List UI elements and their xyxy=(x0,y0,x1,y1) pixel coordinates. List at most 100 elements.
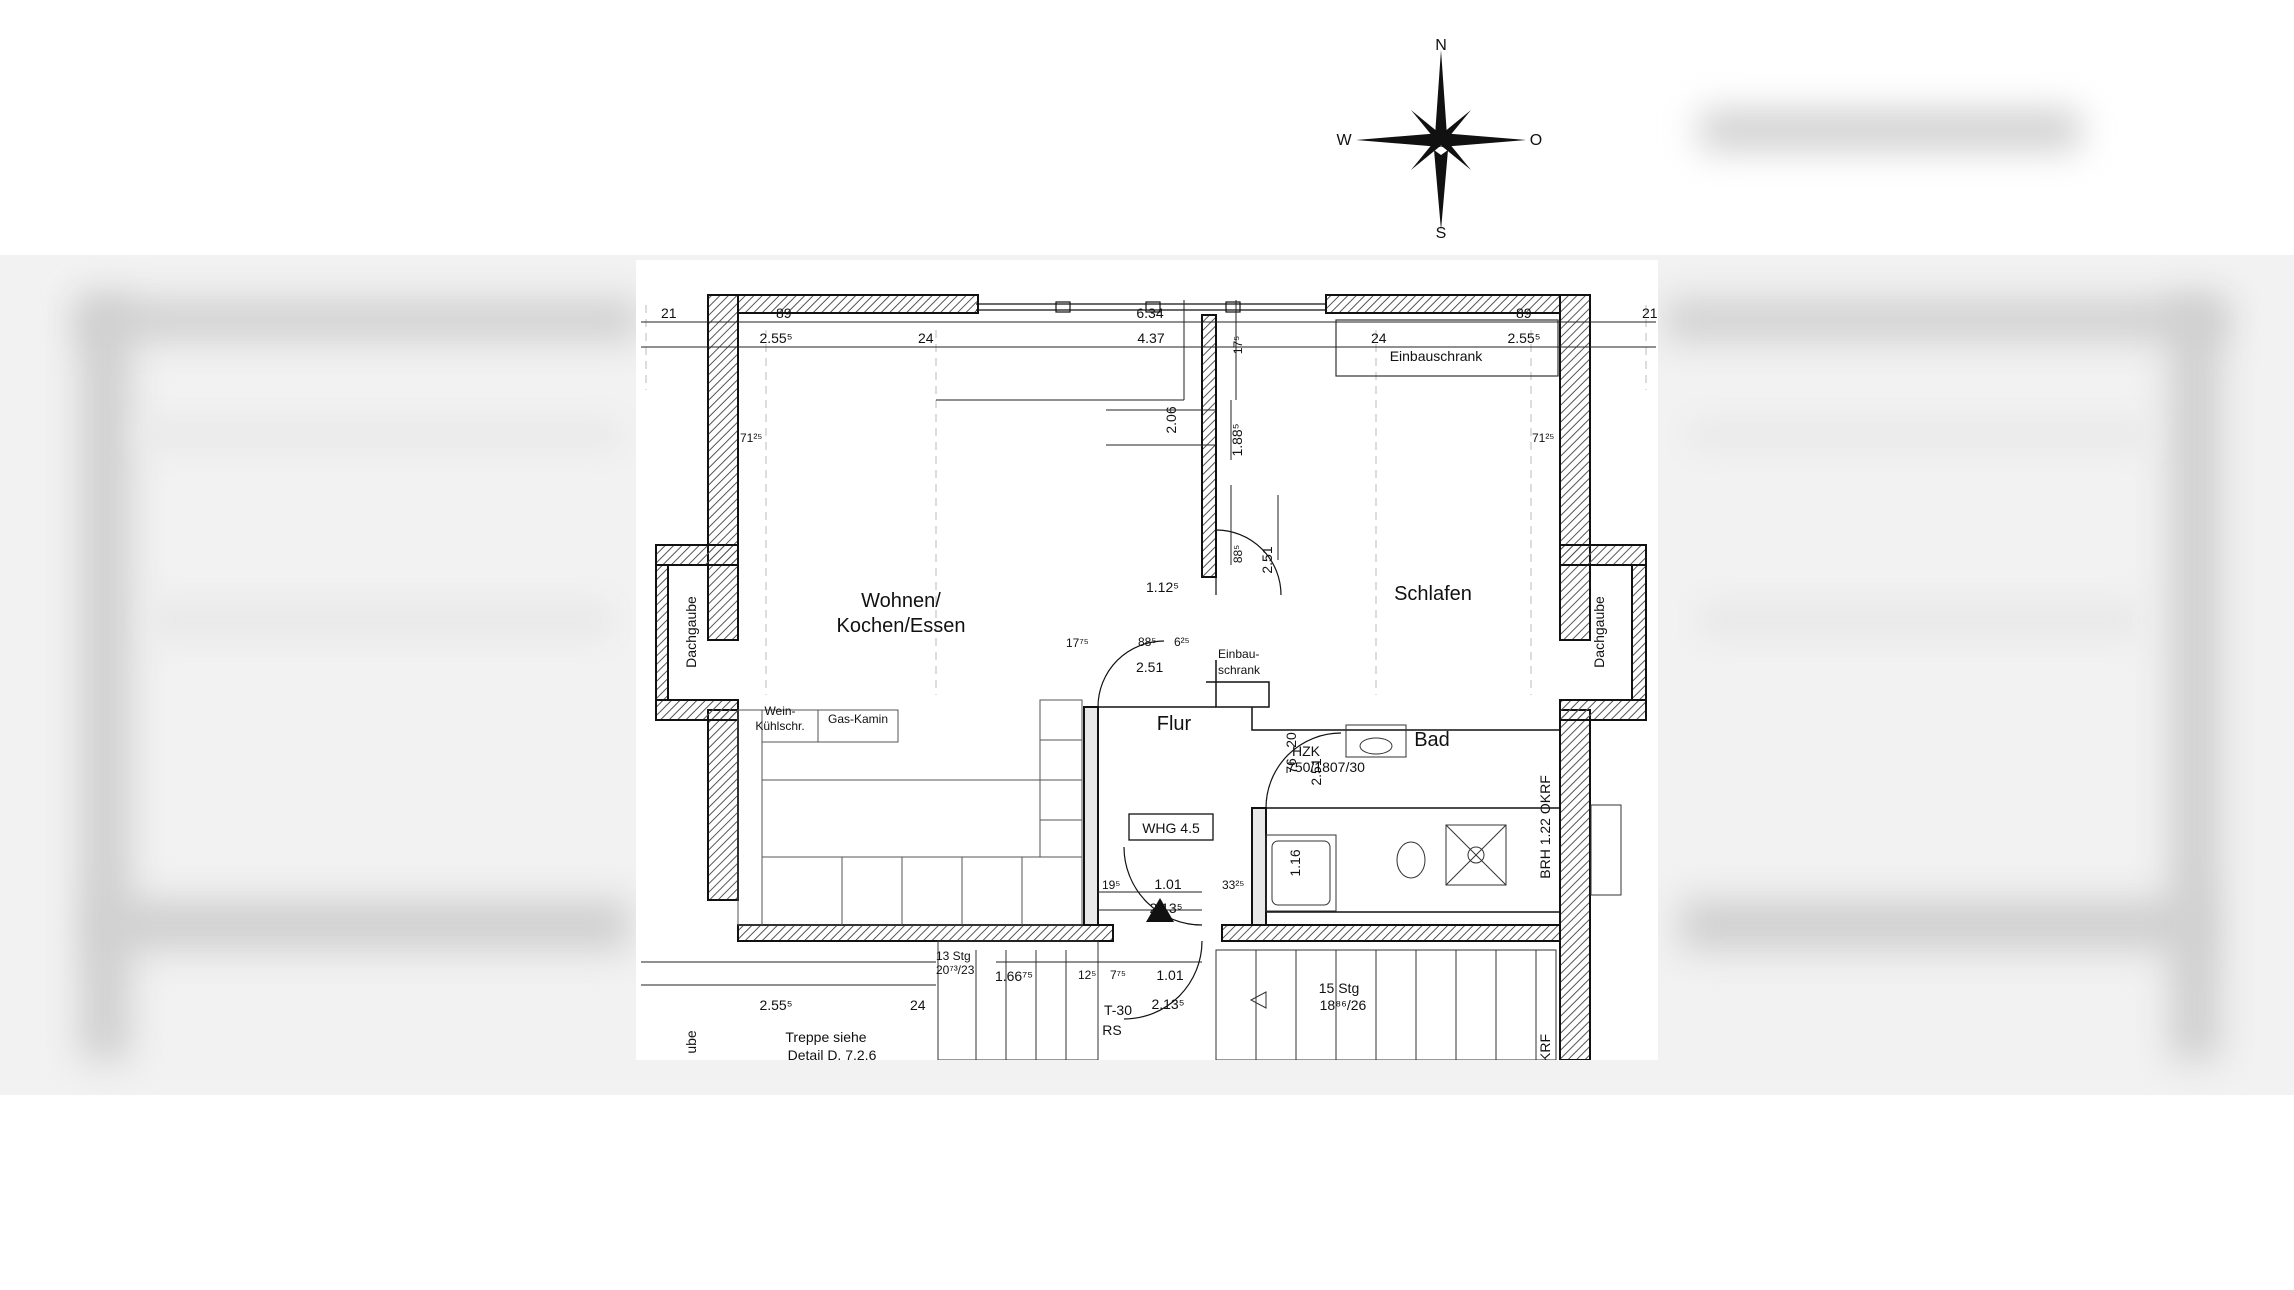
wall-flur-left xyxy=(1083,706,1099,926)
wall-top-left xyxy=(737,294,979,314)
label-whg: WHG 4.5 xyxy=(1142,820,1200,836)
compass-needle-west xyxy=(1356,133,1441,147)
room-label-bad: Bad xyxy=(1414,729,1450,751)
dim-2135-b: 2.13⁵ xyxy=(1151,996,1184,1012)
interior-lines xyxy=(1098,660,1560,913)
dim-20: 20 xyxy=(1283,732,1299,748)
label-einbauschrank-small-2: schrank xyxy=(1218,663,1261,677)
dim-3325: 33²⁵ xyxy=(1222,878,1244,892)
label-kuehlschrank: Kühlschr. xyxy=(755,719,804,733)
stairs-right-count: 15 Stg xyxy=(1319,980,1359,996)
dormer-left-top xyxy=(655,544,739,566)
dim-1885: 1.88⁵ xyxy=(1229,423,1245,456)
background-blur xyxy=(150,600,610,640)
wall-bottom-right xyxy=(1221,924,1561,942)
whg-box xyxy=(1128,813,1214,841)
compass-diagonal xyxy=(1411,137,1444,170)
dim-437: 4.37 xyxy=(1137,330,1164,346)
walls xyxy=(655,294,1647,1060)
label-door-t30: T-30 xyxy=(1104,1002,1132,1018)
stairs-left-size: 20⁷³/23 xyxy=(936,963,975,977)
label-wein: Wein- xyxy=(764,704,795,718)
floor-plan: Wohnen/ Kochen/Essen Schlafen Flur Bad D… xyxy=(636,260,1658,1060)
dim-101-b: 1.01 xyxy=(1156,967,1183,983)
dim-101-a: 1.01 xyxy=(1154,876,1181,892)
wall-right-lower xyxy=(1559,709,1591,1060)
dim-634: 6.34 xyxy=(1136,305,1163,321)
room-label-dachgaube-left: Dachgaube xyxy=(683,596,699,668)
dim-885-door: 88⁵ xyxy=(1231,545,1245,563)
dormer-right-top xyxy=(1559,544,1647,566)
compass-needle-north xyxy=(1434,50,1448,150)
windows xyxy=(976,301,1326,313)
dim-125: 12⁵ xyxy=(1078,968,1096,982)
wall-left-upper xyxy=(707,294,739,641)
dim-1775: 17⁷⁵ xyxy=(1066,636,1089,650)
room-label-kochen-essen: Kochen/Essen xyxy=(837,615,966,637)
dormer-right-bottom xyxy=(1559,699,1647,721)
compass-diagonal xyxy=(1411,110,1444,143)
dim-7125-left: 71²⁵ xyxy=(740,431,762,445)
wall-left-lower xyxy=(707,709,739,901)
einbauschrank-top xyxy=(1335,319,1559,377)
dim-251-bad: 2.51 xyxy=(1308,758,1324,785)
dim-24-a: 24 xyxy=(918,330,934,346)
dim-625: 6²⁵ xyxy=(1174,635,1190,649)
stairs-note-1: Treppe siehe xyxy=(785,1029,866,1045)
dim-2555-left: 2.55⁵ xyxy=(759,330,792,346)
stairs-left-count: 13 Stg xyxy=(936,949,971,963)
compass-label-south: S xyxy=(1436,225,1447,242)
label-hzk-size: 750/1807/30 xyxy=(1287,759,1365,775)
compass-needle-east xyxy=(1441,133,1526,147)
dim-76: 76 xyxy=(1283,758,1299,774)
dim-7125-right: 71²⁵ xyxy=(1532,431,1554,445)
label-krf: KRF xyxy=(1537,1034,1553,1060)
compass-diagonal xyxy=(1438,110,1471,143)
wall-bottom-left xyxy=(737,924,1114,942)
label-einbauschrank: Einbauschrank xyxy=(1390,348,1484,364)
bathroom-fixtures xyxy=(1265,724,1622,912)
compass-label-north: N xyxy=(1435,37,1447,54)
dim-251-door: 2.51 xyxy=(1259,546,1275,573)
room-label-flur: Flur xyxy=(1157,713,1192,735)
label-hzk: HZK xyxy=(1292,743,1321,759)
dim-24-b: 24 xyxy=(1371,330,1387,346)
background-blur xyxy=(80,300,640,340)
label-einbauschrank-small-1: Einbau- xyxy=(1218,647,1259,661)
room-label-dachgaube-bottom: ube xyxy=(683,1030,699,1054)
room-label-schlafen: Schlafen xyxy=(1394,583,1472,605)
dim-24-bottom: 24 xyxy=(910,997,926,1013)
dim-21-left: 21 xyxy=(661,305,677,321)
dim-175-top: 17⁵ xyxy=(1231,336,1245,354)
dim-16675: 1.66⁷⁵ xyxy=(995,968,1033,984)
dim-89-left: 89 xyxy=(776,305,792,321)
dim-2555-bottom: 2.55⁵ xyxy=(759,997,792,1013)
entrance-marker xyxy=(1146,898,1174,922)
dormer-left-wall xyxy=(655,564,669,701)
dim-251-b: 2.51 xyxy=(1136,659,1163,675)
background-blur xyxy=(1700,600,2140,640)
dormer-left-bottom xyxy=(655,699,739,721)
background-blur xyxy=(100,900,630,950)
background-blur xyxy=(1680,900,2200,950)
compass-label-west: W xyxy=(1336,132,1352,149)
dim-1125: 1.12⁵ xyxy=(1146,579,1179,595)
dimension-lines xyxy=(641,300,1656,986)
dim-89-right: 89 xyxy=(1516,305,1532,321)
stairs-note-2: Detail D. 7.2.6 xyxy=(788,1047,877,1060)
room-label-dachgaube-right: Dachgaube xyxy=(1591,596,1607,668)
kitchen xyxy=(737,699,1083,926)
label-gas-kamin: Gas-Kamin xyxy=(828,712,888,726)
compass-needle-south xyxy=(1434,150,1448,230)
dim-206: 2.06 xyxy=(1163,406,1179,433)
dim-775: 7⁷⁵ xyxy=(1110,968,1126,982)
background-blur xyxy=(1700,110,2080,150)
dormer-right-wall xyxy=(1631,564,1647,701)
dim-885-b: 88⁵ xyxy=(1138,635,1156,649)
background-blur xyxy=(140,420,620,450)
background-blur xyxy=(1690,420,2150,450)
compass-label-east: O xyxy=(1530,132,1542,149)
wall-bad-left xyxy=(1251,807,1267,926)
room-label-wohnen: Wohnen/ xyxy=(861,590,941,612)
label-brh: BRH 1.22 OKRF xyxy=(1537,775,1553,878)
